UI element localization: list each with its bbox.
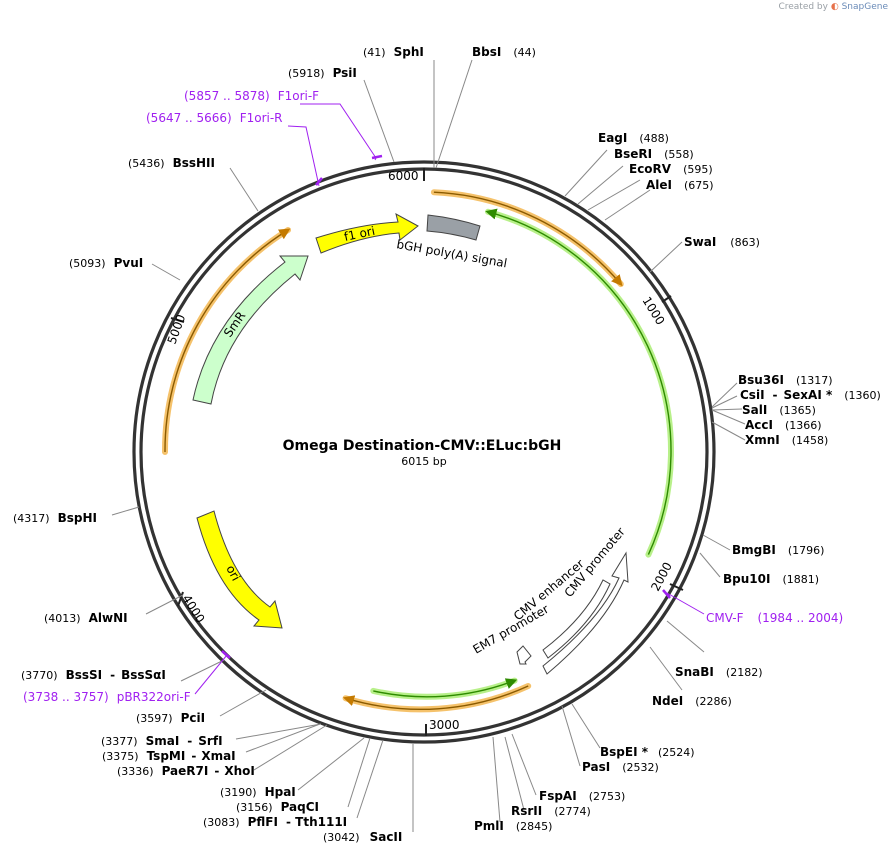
snapgene-credit: Created by ◐ SnapGene [778, 2, 888, 12]
site-label-eagi: EagI(488) [598, 131, 669, 145]
primer-label-pbr322ori-f: (3738 .. 3757)pBR322ori-F [23, 690, 191, 704]
site-label-bsphi: (4317)BspHI [13, 511, 97, 525]
primer-label-f1ori-r: (5647 .. 5666)F1ori-R [146, 111, 283, 125]
site-label-bpu10i: Bpu10I(1881) [723, 572, 819, 586]
site-label-sali: SalI(1365) [742, 403, 816, 417]
site-label-bsshii: (5436)BssHII [128, 156, 215, 170]
tick-label-6000: 6000 [388, 169, 419, 183]
credit-prefix: Created by [778, 2, 828, 12]
site-label-acci: AccI(1366) [745, 418, 822, 432]
site-label-alwni: (4013)AlwNI [44, 611, 128, 625]
tick-label-4000: 4000 [179, 592, 207, 625]
site-label-bmgbi: BmgBI(1796) [732, 543, 824, 557]
feature-ori-label: ori [223, 563, 243, 583]
primer-label-cmv-f: CMV-F(1984 .. 2004) [706, 611, 843, 625]
feature-f1-ori [315, 213, 419, 254]
site-label-bsu36i: Bsu36I(1317) [738, 373, 833, 387]
plasmid-length: 6015 bp [401, 455, 446, 468]
site-label-tspmi: (3375)TspMI-XmaI [102, 749, 236, 763]
site-label-snabi: SnaBI(2182) [675, 665, 762, 679]
feature-cmv-enhancer [542, 579, 611, 659]
site-label-hpai: (3190)HpaI [220, 785, 296, 799]
plasmid-title: Omega Destination-CMV::ELuc:bGH 6015 bp [283, 438, 562, 468]
site-label-ecorv: EcoRV(595) [629, 162, 713, 176]
site-label-paer7i: (3336)PaeR7I-XhoI [117, 764, 255, 778]
tick-label-3000: 3000 [429, 718, 460, 732]
site-label-pasi: PasI(2532) [582, 760, 659, 774]
site-leaders [111, 59, 746, 832]
site-label-sacii: (3042)SacII [323, 830, 402, 844]
site-label-swai: SwaI(863) [684, 235, 760, 249]
orf-arcs [161, 189, 675, 713]
feature-bgh-polya [426, 214, 481, 241]
credit-brand: SnapGene [841, 2, 888, 12]
feature-cmv-promoter [542, 551, 629, 675]
feature-ori [196, 510, 283, 629]
snapgene-logo-icon: ◐ [830, 2, 839, 12]
site-label-pvui: (5093)PvuI [69, 256, 143, 270]
feature-bgh-polya-label: bGH poly(A) signal [395, 237, 508, 270]
site-label-xmni: XmnI(1458) [745, 433, 828, 447]
site-label-sphi: (41)SphI [363, 45, 424, 59]
primer-labels: (5857 .. 5878)F1ori-F (5647 .. 5666)F1or… [23, 89, 843, 704]
site-label-pflfi: (3083)PflFI-Tth111I [203, 815, 347, 829]
site-label-psii: (5918)PsiI [288, 66, 357, 80]
plasmid-name: Omega Destination-CMV::ELuc:bGH [283, 438, 562, 454]
site-label-pcii: (3597)PciI [136, 711, 205, 725]
site-label-alei: AleI(675) [646, 178, 714, 192]
site-label-pmli: PmlI(2845) [474, 819, 552, 833]
site-label-csii: CsiI-SexAI *(1360) [740, 388, 881, 402]
feature-f1-ori-label: f1 ori [343, 224, 377, 244]
primer-leaders [194, 103, 705, 695]
site-labels: (41)SphI BbsI(44) (5918)PsiI EagI(488) B… [13, 45, 881, 844]
feature-em7-promoter-label: EM7 promoter [471, 602, 552, 657]
site-label-bbsi: BbsI(44) [472, 45, 536, 59]
feature-em7-promoter [516, 645, 532, 665]
site-label-bspei: BspEI *(2524) [600, 745, 695, 759]
feature-smr [192, 255, 309, 405]
site-label-bsssi: (3770)BssSI-BssSαI [21, 668, 166, 682]
site-label-ndei: NdeI(2286) [652, 694, 732, 708]
site-label-smai: (3377)SmaI-SrfI [101, 734, 223, 748]
site-label-paqci: (3156)PaqCI [236, 800, 319, 814]
site-label-fspai: FspAI(2753) [539, 789, 625, 803]
site-label-rsrii: RsrII(2774) [511, 804, 591, 818]
site-label-bseri: BseRI(558) [614, 147, 694, 161]
primer-label-f1ori-f: (5857 .. 5878)F1ori-F [184, 89, 319, 103]
